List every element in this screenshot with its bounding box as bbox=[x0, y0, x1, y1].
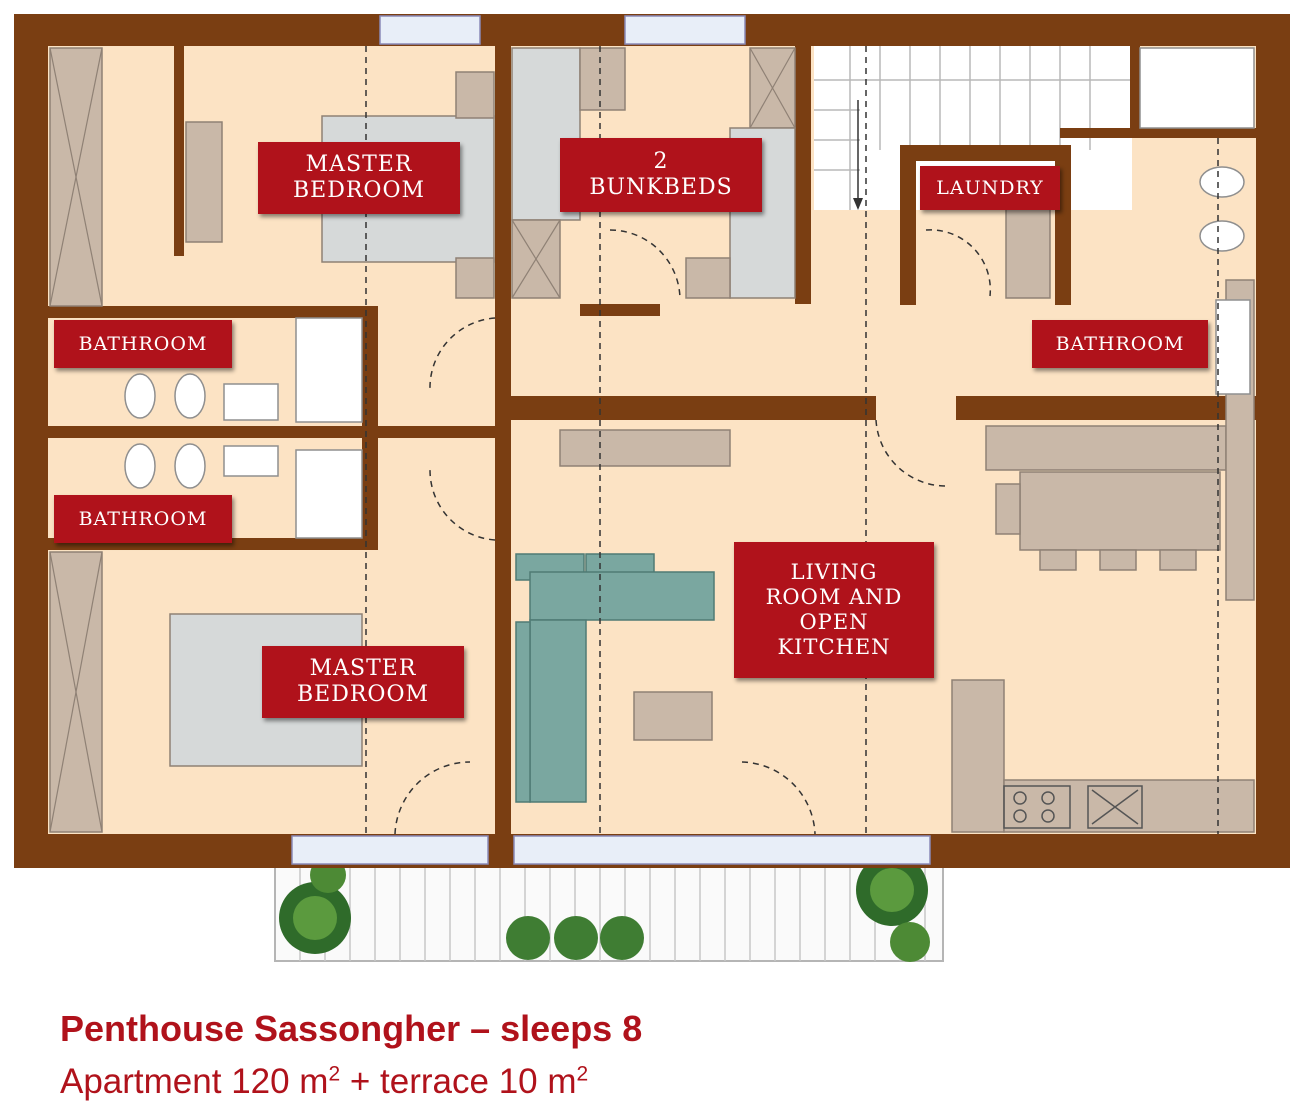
subtitle-sup-1: 2 bbox=[328, 1062, 341, 1086]
room-label-bathroom-1: BATHROOM bbox=[54, 320, 232, 368]
plan-title: Penthouse Sassongher – sleeps 8 bbox=[60, 1008, 643, 1049]
room-label-living-room: LIVING ROOM AND OPEN KITCHEN bbox=[734, 542, 934, 678]
room-label-bathroom-3: BATHROOM bbox=[54, 495, 232, 543]
door-swings bbox=[365, 46, 1219, 835]
plan-subtitle: Apartment 120 m2 + terrace 10 m2 bbox=[60, 1062, 588, 1102]
subtitle-terrace: + terrace 10 m bbox=[340, 1062, 577, 1101]
room-label-master-bedroom-2: MASTER BEDROOM bbox=[262, 646, 464, 718]
stove-icon bbox=[1003, 785, 1143, 829]
wardrobe-marks bbox=[49, 47, 796, 833]
sofa bbox=[515, 553, 715, 803]
room-label-bunkbeds: 2 BUNKBEDS bbox=[560, 138, 762, 212]
subtitle-sup-2: 2 bbox=[576, 1062, 589, 1086]
room-label-bathroom-2: BATHROOM bbox=[1032, 320, 1208, 368]
windows bbox=[291, 15, 931, 865]
bathroom-fixtures bbox=[124, 47, 1255, 539]
subtitle-apartment: Apartment 120 m bbox=[60, 1062, 329, 1101]
plant-icons bbox=[279, 854, 930, 962]
room-label-master-bedroom-1: MASTER BEDROOM bbox=[258, 142, 460, 214]
room-label-laundry: LAUNDRY bbox=[920, 166, 1060, 210]
